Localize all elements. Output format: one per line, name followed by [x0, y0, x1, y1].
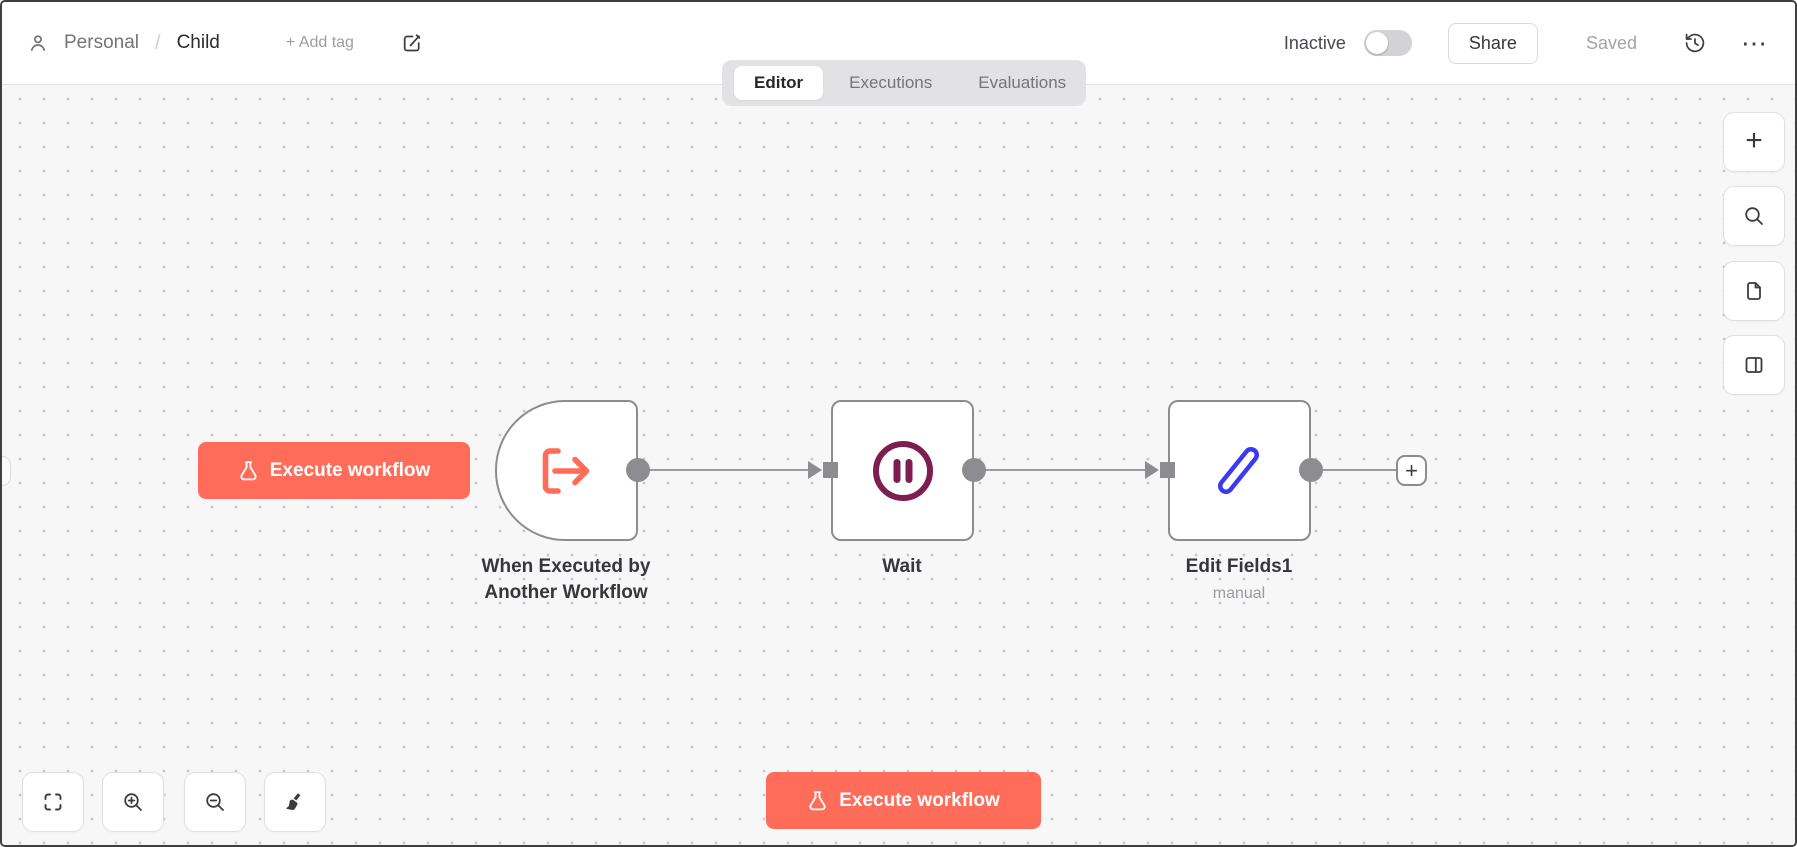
- workflow-title[interactable]: Child: [176, 32, 220, 53]
- user-icon: [28, 33, 48, 53]
- zoom-out-button[interactable]: [184, 772, 246, 832]
- share-button[interactable]: Share: [1447, 22, 1538, 64]
- flask-icon: [238, 460, 259, 481]
- node-label-trigger: When Executed by Another Workflow: [481, 556, 651, 604]
- tidy-up-button[interactable]: [264, 772, 326, 832]
- zoom-out-icon: [203, 790, 227, 814]
- header-actions: Inactive Share Saved ⋯: [1283, 22, 1769, 64]
- add-sticky-note-button[interactable]: [1723, 261, 1785, 321]
- view-tabs: Editor Executions Evaluations: [722, 60, 1086, 106]
- activate-toggle[interactable]: [1363, 30, 1412, 56]
- node-when-executed-by-another-workflow[interactable]: [495, 400, 638, 541]
- breadcrumb: Personal / Child: [28, 32, 220, 55]
- connection-editfields-plus[interactable]: [1322, 469, 1402, 472]
- add-node-button[interactable]: +: [1723, 112, 1785, 172]
- zoom-to-fit-button[interactable]: [22, 772, 84, 832]
- flask-icon: [807, 790, 828, 811]
- toggle-panel-button[interactable]: [1723, 335, 1785, 395]
- more-menu-icon[interactable]: ⋯: [1741, 28, 1769, 58]
- output-connector-trigger[interactable]: [626, 458, 650, 482]
- zoom-in-icon: [121, 790, 145, 814]
- node-label-wait: Wait: [882, 556, 922, 577]
- canvas-left-handle[interactable]: [2, 456, 11, 486]
- pen-icon: [1210, 441, 1270, 501]
- node-edit-fields1[interactable]: [1168, 400, 1311, 541]
- sticky-note-icon: [1742, 279, 1766, 303]
- connection-arrowhead-icon: [808, 461, 822, 479]
- execute-workflow-label: Execute workflow: [269, 459, 431, 481]
- execute-workflow-button-bottom[interactable]: Execute workflow: [766, 772, 1041, 829]
- add-node-endpoint-button[interactable]: +: [1396, 455, 1427, 486]
- node-label-editfields: Edit Fields1: [1185, 556, 1293, 577]
- connection-wait-editfields[interactable]: [985, 469, 1147, 472]
- saved-status: Saved: [1585, 32, 1637, 53]
- tab-executions[interactable]: Executions: [849, 73, 933, 92]
- output-connector-wait[interactable]: [962, 458, 986, 482]
- execute-workflow-label: Execute workflow: [839, 789, 1000, 811]
- node-subtitle-editfields: manual: [1212, 585, 1266, 603]
- split-panel-icon: [1742, 353, 1766, 377]
- pause-circle-icon: [870, 438, 936, 504]
- connection-trigger-wait[interactable]: [649, 469, 811, 472]
- version-history-icon[interactable]: [1683, 31, 1707, 55]
- connection-arrowhead-icon: [1145, 461, 1159, 479]
- breadcrumb-separator: /: [155, 31, 161, 54]
- zoom-in-button[interactable]: [102, 772, 164, 832]
- breadcrumb-project[interactable]: Personal: [64, 32, 139, 53]
- search-icon: [1742, 204, 1766, 228]
- input-connector-editfields[interactable]: [1160, 462, 1175, 478]
- arrow-exit-icon: [538, 444, 596, 498]
- tab-evaluations[interactable]: Evaluations: [978, 73, 1067, 92]
- output-connector-editfields[interactable]: [1299, 458, 1323, 482]
- fit-view-icon: [41, 790, 65, 814]
- execute-workflow-button-canvas[interactable]: Execute workflow: [198, 442, 470, 499]
- node-wait[interactable]: [831, 400, 974, 541]
- node-label-group-editfields: Edit Fields1 manual: [1119, 554, 1359, 603]
- add-tag-button[interactable]: + Add tag: [285, 34, 354, 51]
- toggle-knob: [1365, 32, 1388, 54]
- plus-icon: +: [1745, 124, 1763, 157]
- workflow-status-label: Inactive: [1283, 32, 1346, 53]
- note-edit-icon[interactable]: [400, 32, 423, 55]
- broom-icon: [283, 790, 307, 814]
- input-connector-wait[interactable]: [823, 462, 838, 478]
- tab-editor[interactable]: Editor: [734, 66, 824, 100]
- search-nodes-button[interactable]: [1723, 186, 1785, 246]
